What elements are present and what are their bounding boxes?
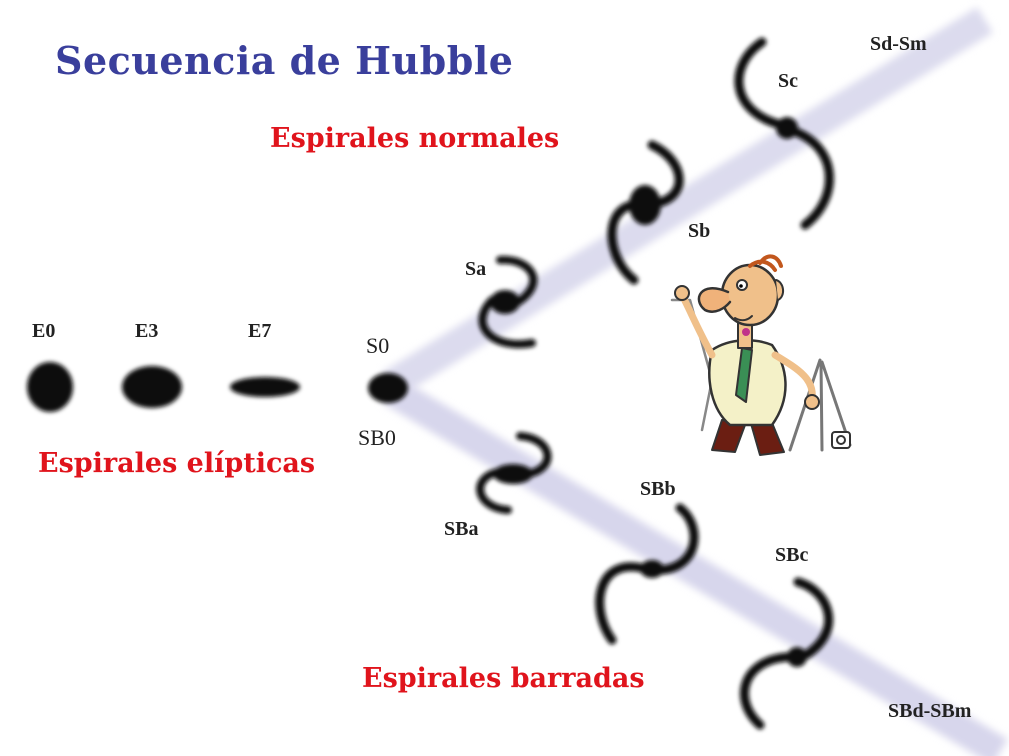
galaxy-sbb — [595, 503, 699, 645]
label-e0: E0 — [32, 320, 56, 342]
galaxy-sbc — [740, 577, 834, 730]
heading-normal-spirals: Espirales normales — [270, 123, 560, 154]
galaxy-sa — [478, 255, 538, 349]
normal-spiral-track — [382, 7, 993, 398]
label-sbc: SBc — [775, 544, 809, 566]
label-sc: Sc — [778, 70, 798, 92]
elliptical-galaxies — [27, 362, 408, 412]
galaxy-e7 — [230, 377, 300, 397]
diagram-title: Secuencia de Hubble — [55, 38, 514, 83]
cartoon-astronomer-icon — [670, 254, 852, 456]
label-sbd-sbm: SBd-SBm — [888, 700, 972, 722]
label-sb: Sb — [688, 220, 711, 242]
label-s0: S0 — [366, 333, 390, 358]
heading-elliptical: Espirales elípticas — [38, 448, 316, 479]
label-sbb: SBb — [640, 478, 676, 500]
label-sba: SBa — [444, 518, 479, 540]
label-e7: E7 — [248, 320, 272, 342]
label-sa: Sa — [465, 258, 487, 280]
heading-barred-spirals: Espirales barradas — [362, 663, 645, 694]
normal-spiral-galaxies — [478, 37, 834, 349]
label-e3: E3 — [135, 320, 159, 342]
sequence-tracks — [10, 7, 1008, 756]
galaxy-sc — [734, 37, 834, 230]
galaxy-sb — [607, 140, 684, 285]
galaxy-e3 — [122, 366, 182, 408]
galaxy-s0 — [368, 373, 408, 403]
galaxy-sba — [476, 432, 552, 514]
barred-spiral-track — [382, 377, 1008, 756]
galaxy-e0 — [27, 362, 73, 412]
label-sb0: SB0 — [358, 425, 396, 450]
barred-spiral-galaxies — [476, 432, 834, 730]
label-sd-sm: Sd-Sm — [870, 33, 927, 55]
